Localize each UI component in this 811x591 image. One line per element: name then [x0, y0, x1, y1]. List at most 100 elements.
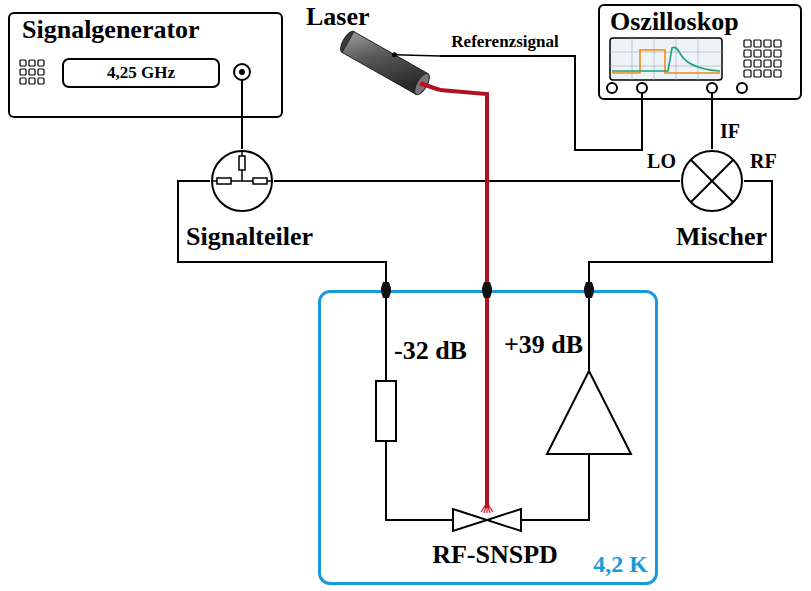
- amplifier-symbol: [547, 371, 631, 454]
- instrument-box: Signalgenerator 4,25 GHz: [8, 12, 283, 118]
- keypad-icon: [20, 60, 44, 84]
- feedthrough-symbol: [584, 282, 594, 298]
- keypad-icon: [754, 50, 761, 57]
- keypad-icon: [20, 69, 26, 75]
- laser-source: [422, 84, 440, 90]
- output-port: [234, 64, 250, 118]
- keypad-icon: [38, 60, 44, 66]
- input-port: [707, 83, 717, 93]
- text-holder: Oszilloskop: [610, 7, 739, 37]
- display-field: 4,25 GHz: [62, 58, 220, 88]
- keypad-icon: [774, 50, 781, 57]
- keypad-icon: [20, 78, 26, 84]
- text-holder: 4,2 K: [593, 551, 648, 579]
- keypad-icon: [764, 60, 771, 67]
- scope-screen: [610, 38, 722, 80]
- keypad-icon: [38, 69, 44, 75]
- attenuator-symbol: [375, 380, 397, 442]
- device-label: Signalteiler: [186, 222, 313, 251]
- device-label: RF-SNSPD: [432, 540, 558, 569]
- feedthrough-symbol: [482, 282, 492, 298]
- instrument-title: Signalgenerator: [22, 15, 200, 44]
- signal-wire: [241, 118, 243, 149]
- signal-wire: [522, 455, 589, 520]
- keypad-icon: [754, 70, 761, 77]
- scope-screen: [610, 38, 722, 80]
- gain-label: -32 dB: [394, 336, 467, 365]
- input-port: [607, 83, 747, 100]
- amplifier-symbol: +39 dB: [546, 370, 632, 455]
- text-holder: RF-SNSPD: [432, 540, 558, 570]
- keypad-icon: [774, 70, 781, 77]
- mixer-symbol: [680, 149, 744, 213]
- mixer-symbol: [691, 160, 733, 202]
- input-port: [737, 83, 747, 93]
- scope-screen: [654, 38, 655, 80]
- mixer-symbol: [691, 160, 733, 202]
- keypad-icon: [29, 69, 35, 75]
- frequency-value: 4,25 GHz: [107, 63, 175, 82]
- output-port: [234, 64, 250, 80]
- instrument-box: Oszilloskop: [598, 4, 802, 100]
- splitter-symbol: [210, 149, 274, 213]
- laser-source: [342, 32, 428, 95]
- temperature-label: 4,2 K: [593, 551, 648, 577]
- output-port: [241, 80, 243, 118]
- keypad-icon: [29, 60, 35, 66]
- text-holder: Laser: [306, 2, 370, 32]
- edge-label: Referenzsignal: [448, 32, 561, 51]
- device-label: Laser: [306, 2, 370, 31]
- mixer-symbol: Mischer: [680, 149, 744, 213]
- cryostat-region: 4,2 K -32 dB +39 dB RF-SNSPD: [318, 290, 658, 585]
- amplifier-symbol: [546, 370, 632, 455]
- text-holder: LO: [647, 150, 676, 173]
- keypad-icon: [754, 60, 761, 67]
- port-name: RF: [750, 150, 777, 172]
- signal-wire: [274, 180, 680, 182]
- mixer-symbol: [682, 151, 742, 211]
- attenuator-symbol: -32 dB: [375, 380, 397, 442]
- keypad-icon: [744, 40, 781, 77]
- detector-symbol: [487, 509, 521, 531]
- keypad-icon: [20, 60, 26, 66]
- splitter-symbol: [253, 178, 267, 184]
- keypad-icon: [38, 78, 44, 84]
- signal-wire: [178, 181, 386, 380]
- text-holder: Signalgenerator: [22, 15, 200, 45]
- keypad-icon: [744, 70, 751, 77]
- text-holder: 4,25 GHz: [107, 63, 175, 83]
- instrument-title: Oszilloskop: [610, 7, 739, 36]
- attenuator-symbol: [376, 381, 396, 441]
- keypad-icon: [774, 40, 781, 47]
- detector-symbol: [453, 509, 487, 531]
- keypad-icon: [744, 60, 751, 67]
- output-port: [239, 69, 245, 75]
- signal-wire: [589, 181, 772, 370]
- keypad-icon: [764, 70, 771, 77]
- text-holder: -32 dB: [394, 336, 467, 366]
- input-port: [637, 83, 647, 93]
- detector-symbol: RF-SNSPD: [452, 508, 522, 532]
- splitter-symbol: [212, 151, 272, 184]
- signal-wire: [440, 56, 642, 150]
- keypad-icon: [764, 50, 771, 57]
- text-holder: IF: [720, 120, 740, 143]
- laser-source: [395, 55, 440, 56]
- device-label: Mischer: [676, 222, 767, 251]
- keypad-icon: [764, 40, 771, 47]
- optical-fiber: [440, 90, 487, 508]
- signal-wire: [711, 100, 713, 149]
- feedthrough-symbol: [381, 282, 391, 298]
- splitter-symbol: [212, 151, 272, 211]
- keypad-icon: [744, 50, 751, 57]
- gain-label: +39 dB: [504, 330, 583, 359]
- laser-source: Laser: [300, 2, 440, 100]
- feedthrough-symbol: [381, 282, 594, 298]
- scope-screen: [612, 47, 720, 71]
- keypad-icon: [774, 60, 781, 67]
- text-holder: Signalteiler: [186, 222, 313, 252]
- keypad-icon: [744, 40, 751, 47]
- laser-source: [392, 52, 397, 57]
- splitter-symbol: [239, 156, 245, 170]
- text-holder: RF: [750, 150, 777, 173]
